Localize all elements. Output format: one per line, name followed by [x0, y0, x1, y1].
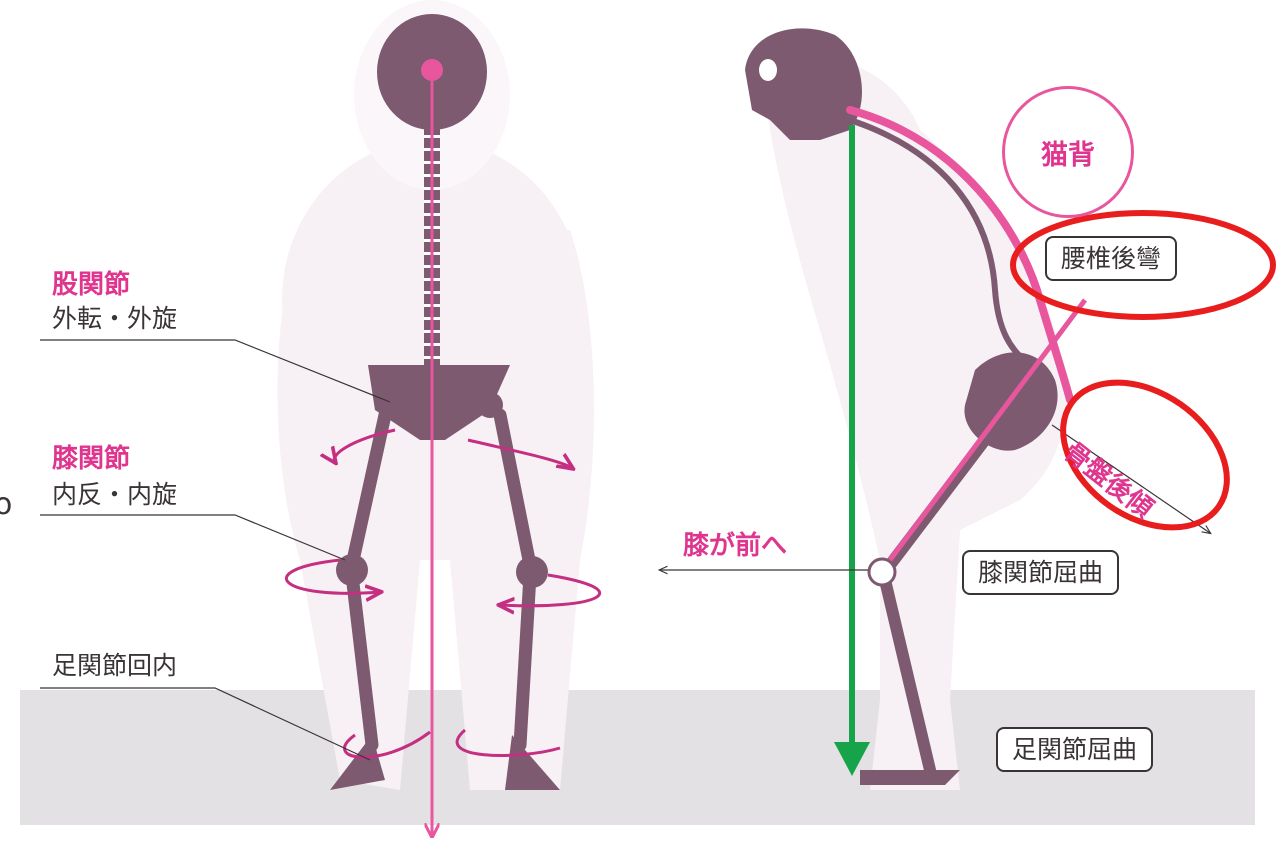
front-right-knee — [516, 556, 548, 588]
hip-joint-desc: 外転・外旋 — [52, 306, 177, 331]
cat-back-bubble: 猫背 — [1002, 86, 1134, 218]
ankle-flexion-box: 足関節屈曲 — [996, 727, 1153, 772]
side-skull — [745, 28, 862, 140]
knee-flexion-box: 膝関節屈曲 — [962, 550, 1119, 595]
hip-joint-title: 股関節 — [52, 272, 130, 298]
knee-joint-title: 膝関節 — [52, 446, 130, 472]
side-foot — [860, 770, 960, 785]
margin-fragment: o — [0, 490, 12, 520]
knee-forward-label: 膝が前へ — [683, 533, 787, 559]
ankle-pronation-label: 足関節回内 — [52, 653, 177, 678]
side-knee — [869, 559, 895, 585]
knee-joint-desc: 内反・内旋 — [52, 482, 177, 507]
cat-back-label: 猫背 — [1041, 133, 1095, 172]
lumbar-kyphosis-box: 腰椎後彎 — [1045, 236, 1177, 281]
